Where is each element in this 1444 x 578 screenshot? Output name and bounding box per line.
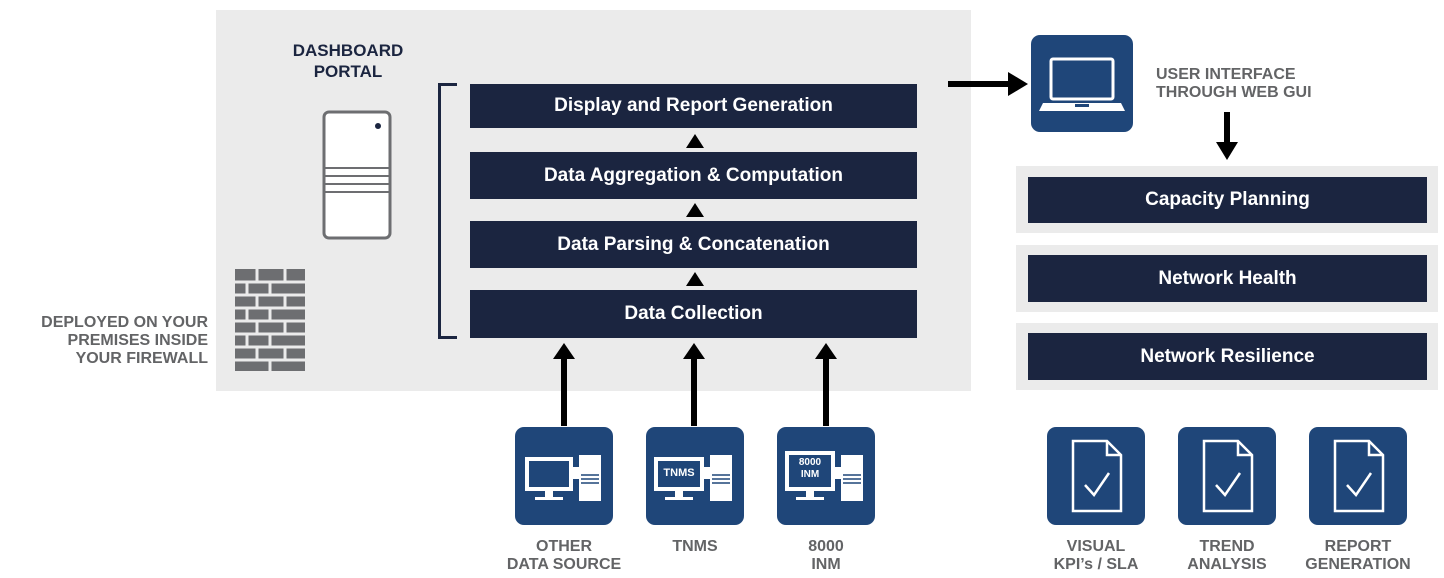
firewall-label: DEPLOYED ON YOUR PREMISES INSIDE YOUR FI…: [0, 314, 208, 368]
arrow-down-icon: [1216, 142, 1238, 160]
ui-label-line2: THROUGH WEB GUI: [1156, 84, 1312, 101]
user-interface-label: USER INTERFACE THROUGH WEB GUI: [1156, 66, 1356, 102]
arrow-up-shaft: [823, 358, 829, 426]
arrow-up-shaft: [691, 358, 697, 426]
arrow-down-shaft: [1224, 112, 1230, 144]
report-label-line2: ANALYSIS: [1187, 556, 1267, 573]
inm-8000-label: 8000 INM: [766, 538, 886, 574]
ui-label-line1: USER INTERFACE: [1156, 66, 1296, 83]
outcome-network-resilience: Network Resilience: [1028, 333, 1427, 380]
report-label-line1: VISUAL: [1066, 538, 1126, 555]
arrow-up-icon: [686, 272, 704, 286]
server-icon: [322, 110, 392, 240]
layer-parsing: Data Parsing & Concatenation: [470, 221, 917, 268]
other-data-source-label: OTHER DATA SOURCE: [484, 538, 644, 574]
report-label-line1: TREND: [1199, 538, 1255, 555]
arrow-right-icon: [1008, 72, 1028, 96]
visual-kpi-label: VISUAL KPI’s / SLA: [1026, 538, 1166, 574]
inm-screen-line2: INM: [800, 469, 820, 480]
report-label-line2: KPI’s / SLA: [1053, 556, 1139, 573]
portal-title-line1: DASHBOARD: [292, 41, 404, 60]
source-label-line2: DATA SOURCE: [506, 556, 622, 573]
portal-title-line2: PORTAL: [313, 62, 383, 81]
arrow-up-icon: [815, 343, 837, 359]
report-label-line1: REPORT: [1324, 538, 1392, 555]
layer-display-report: Display and Report Generation: [470, 84, 917, 128]
report-label-line2: GENERATION: [1305, 556, 1411, 573]
layer-aggregation: Data Aggregation & Computation: [470, 152, 917, 199]
layer-collection: Data Collection: [470, 290, 917, 338]
report-generation-document-icon: [1309, 427, 1407, 525]
firewall-label-line2: PREMISES INSIDE: [67, 332, 208, 349]
outcome-network-health: Network Health: [1028, 255, 1427, 302]
firewall-icon: [235, 269, 305, 371]
arrow-right-shaft: [948, 81, 1010, 87]
tnms-label: TNMS: [635, 538, 755, 556]
inm-8000-icon: 8000 INM: [777, 427, 875, 525]
other-data-source-icon: [515, 427, 613, 525]
arrow-up-shaft: [561, 358, 567, 426]
trend-analysis-label: TREND ANALYSIS: [1157, 538, 1297, 574]
visual-kpi-document-icon: [1047, 427, 1145, 525]
report-generation-label: REPORT GENERATION: [1288, 538, 1428, 574]
inm-screen-line1: 8000: [798, 457, 822, 468]
firewall-label-line1: DEPLOYED ON YOUR: [41, 314, 208, 331]
arrow-up-icon: [686, 134, 704, 148]
dashboard-portal-title: DASHBOARD PORTAL: [268, 40, 428, 82]
firewall-label-line3: YOUR FIREWALL: [75, 350, 208, 367]
arrow-up-icon: [686, 203, 704, 217]
source-label-line1: TNMS: [672, 538, 718, 555]
source-label-line1: OTHER: [536, 538, 592, 555]
tnms-screen-text: TNMS: [663, 467, 695, 479]
laptop-icon: [1031, 35, 1133, 132]
inm-screen-text: 8000 INM: [789, 457, 831, 481]
source-label-line1: 8000: [808, 538, 844, 555]
tnms-icon: TNMS: [646, 427, 744, 525]
arrow-up-icon: [683, 343, 705, 359]
layer-bracket: [438, 83, 457, 339]
outcome-capacity-planning: Capacity Planning: [1028, 177, 1427, 223]
arrow-up-icon: [553, 343, 575, 359]
trend-analysis-document-icon: [1178, 427, 1276, 525]
source-label-line2: INM: [811, 556, 841, 573]
